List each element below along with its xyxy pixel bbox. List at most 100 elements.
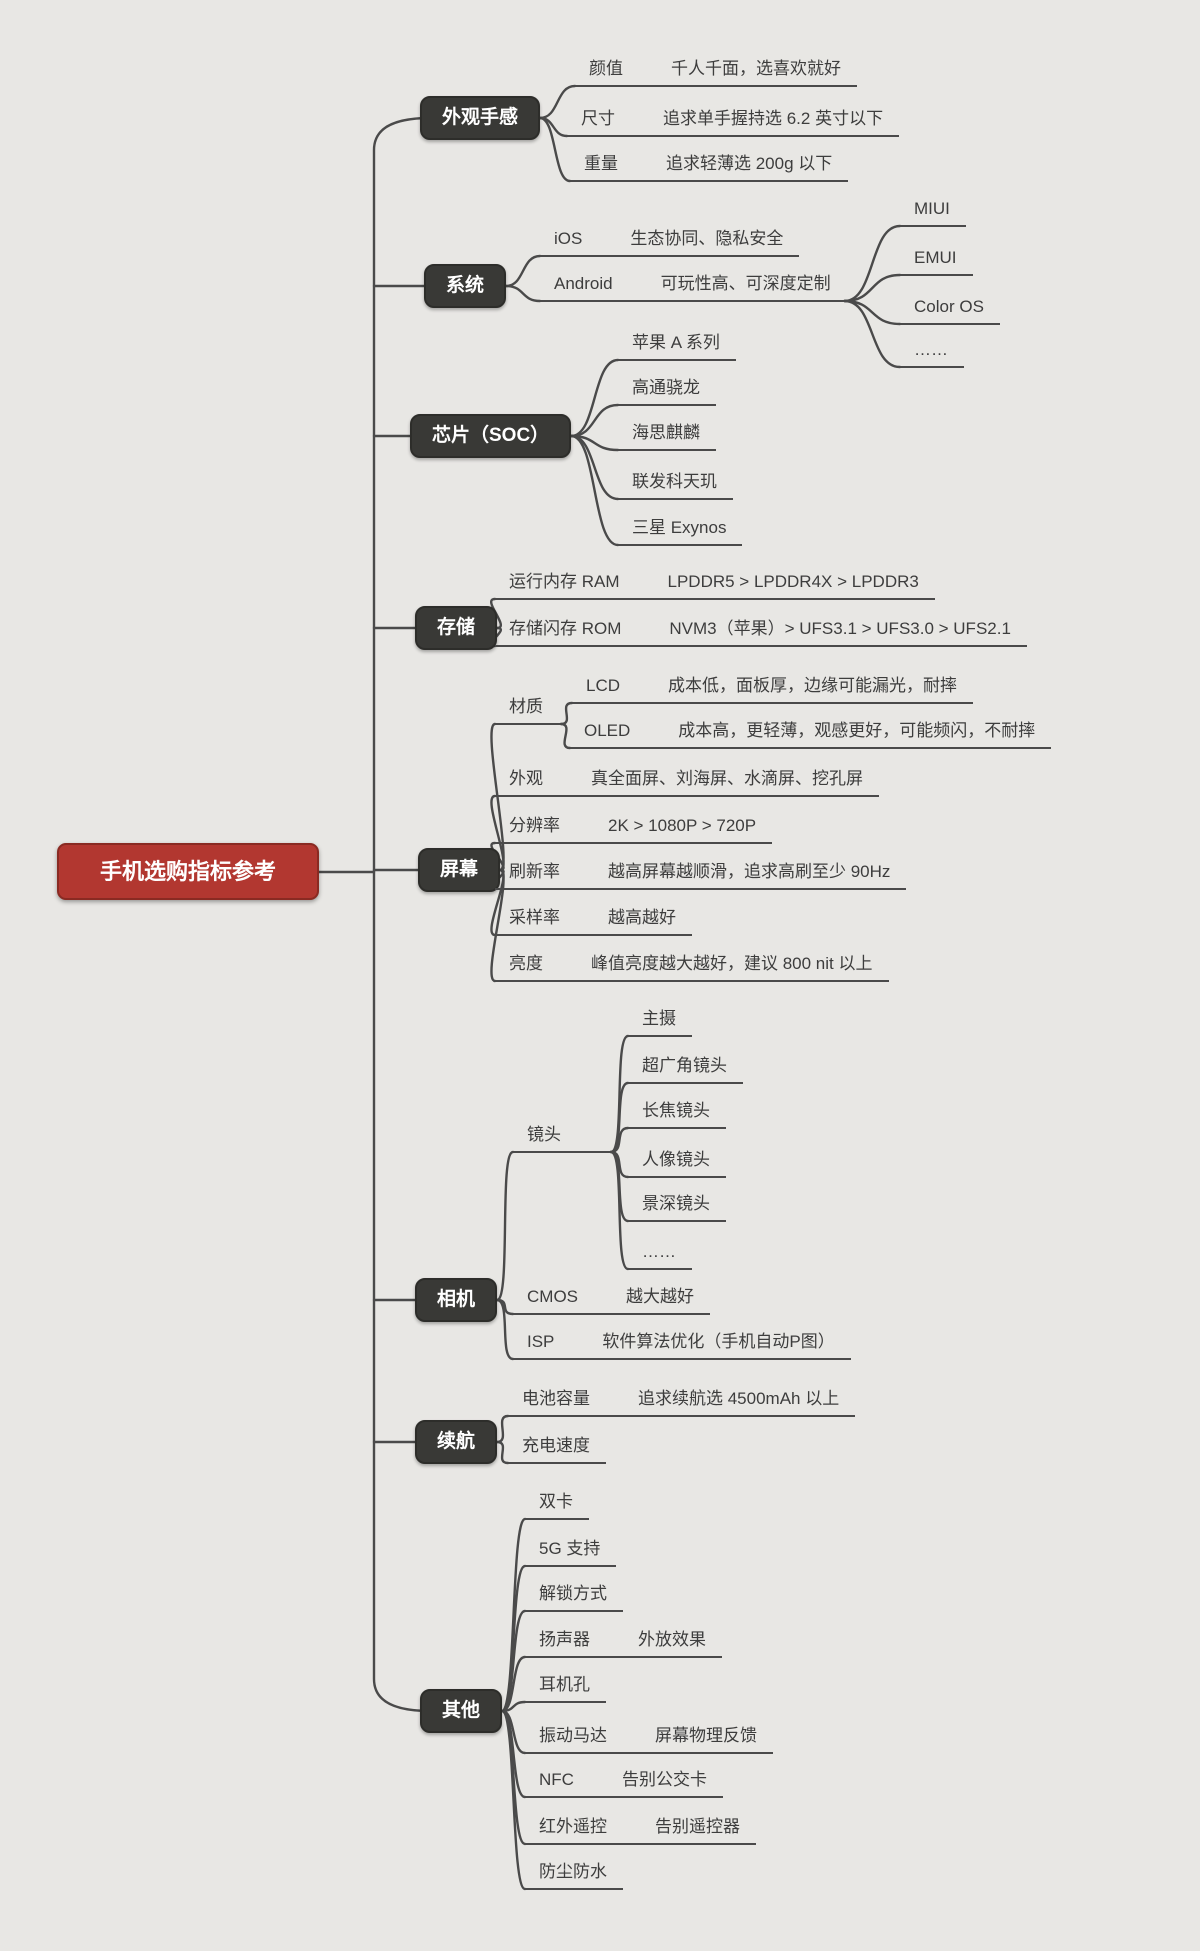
root-node[interactable]: 手机选购指标参考 (57, 843, 319, 900)
topic-connector (500, 1609, 527, 1713)
topic-5g[interactable]: 5G 支持 (525, 1534, 617, 1567)
topic-ram[interactable]: 运行内存 RAM LPDDR5 > LPDDR4X > LPDDR3 (495, 567, 935, 600)
topic-apple-a[interactable]: 苹果 A 系列 (618, 328, 736, 361)
topic-cmos[interactable]: CMOS 越大越好 (513, 1282, 710, 1315)
topic-label: 超广角镜头 (642, 1056, 727, 1075)
topic-label: iOS (554, 229, 583, 248)
topic-label: 联发科天玑 (632, 472, 717, 491)
topic-headphone-jack[interactable]: 耳机孔 (525, 1670, 606, 1703)
topic-refresh-rate[interactable]: 刷新率 越高屏幕越顺滑，追求高刷至少 90Hz (495, 857, 907, 890)
topic-dimensity[interactable]: 联发科天玑 (618, 467, 733, 500)
topic-desc: 越高屏幕越顺滑，追求高刷至少 90Hz (608, 862, 891, 881)
topic-connector (495, 1298, 515, 1361)
node-others[interactable]: 其他 (420, 1689, 503, 1733)
topic-label: 采样率 (509, 908, 560, 927)
topic-desc: 越大越好 (626, 1287, 694, 1306)
topic-label: EMUI (914, 248, 957, 267)
topic-label: 充电速度 (522, 1436, 590, 1455)
node-appearance[interactable]: 外观手感 (420, 96, 541, 140)
topic-charging-speed[interactable]: 充电速度 (508, 1431, 606, 1464)
topic-ios[interactable]: iOS 生态协同、隐私安全 (540, 224, 800, 257)
topic-dual-sim[interactable]: 双卡 (525, 1487, 589, 1520)
topic-more-roms[interactable]: …… (900, 340, 964, 368)
topic-looks[interactable]: 颜值 千人千面，选喜欢就好 (575, 54, 857, 87)
node-camera[interactable]: 相机 (415, 1278, 498, 1322)
topic-connector (843, 224, 902, 303)
topic-weight[interactable]: 重量 追求轻薄选 200g 以下 (570, 149, 849, 182)
topic-coloros[interactable]: Color OS (900, 297, 1000, 325)
node-battery[interactable]: 续航 (415, 1420, 498, 1464)
topic-vibration-motor[interactable]: 振动马达 屏幕物理反馈 (525, 1721, 773, 1754)
topic-telephoto[interactable]: 长焦镜头 (628, 1096, 726, 1129)
topic-connector (843, 299, 902, 369)
topic-label: 长焦镜头 (642, 1101, 710, 1120)
topic-desc: 成本低，面板厚，边缘可能漏光，耐摔 (668, 676, 958, 695)
topic-connector (538, 116, 569, 138)
topic-speaker[interactable]: 扬声器 外放效果 (525, 1625, 722, 1658)
topic-label: 主摄 (642, 1009, 676, 1028)
topic-brightness[interactable]: 亮度 峰值亮度越大越好，建议 800 nit 以上 (495, 949, 889, 982)
topic-lcd[interactable]: LCD 成本低，面板厚，边缘可能漏光，耐摔 (572, 671, 974, 704)
topic-connector (569, 434, 620, 452)
topic-emui[interactable]: EMUI (900, 248, 973, 276)
topic-connector (569, 434, 620, 547)
topic-more-lenses[interactable]: …… (628, 1242, 692, 1270)
topic-snapdragon[interactable]: 高通骁龙 (618, 373, 716, 406)
topic-material[interactable]: 材质 (495, 692, 563, 725)
topic-battery-capacity[interactable]: 电池容量 追求续航选 4500mAh 以上 (508, 1384, 856, 1417)
topic-ir-remote[interactable]: 红外遥控 告别遥控器 (525, 1812, 756, 1845)
topic-connector (500, 1709, 527, 1755)
topic-desc: 软件算法优化（手机自动P图） (602, 1332, 835, 1351)
topic-label: 防尘防水 (539, 1862, 607, 1881)
topic-nfc[interactable]: NFC 告别公交卡 (525, 1765, 723, 1798)
topic-miui[interactable]: MIUI (900, 199, 966, 227)
topic-label: 红外遥控 (539, 1817, 607, 1836)
topic-oled[interactable]: OLED 成本高，更轻薄，观感更好，可能频闪，不耐摔 (570, 716, 1052, 749)
topic-desc: 告别遥控器 (655, 1817, 740, 1836)
topic-isp[interactable]: ISP 软件算法优化（手机自动P图） (513, 1327, 851, 1360)
topic-label: 运行内存 RAM (509, 572, 620, 591)
node-storage[interactable]: 存储 (415, 606, 498, 650)
node-system[interactable]: 系统 (424, 264, 507, 308)
topic-label: 亮度 (509, 954, 543, 973)
topic-main-camera[interactable]: 主摄 (628, 1004, 692, 1037)
topic-unlock[interactable]: 解锁方式 (525, 1579, 623, 1612)
topic-ultrawide[interactable]: 超广角镜头 (628, 1051, 743, 1084)
topic-connector (609, 1150, 630, 1271)
topic-label: 材质 (509, 697, 543, 716)
topic-touch-sampling[interactable]: 采样率 越高越好 (495, 903, 692, 936)
topic-label: …… (642, 1242, 676, 1261)
topic-lens[interactable]: 镜头 (513, 1120, 613, 1153)
topic-portrait[interactable]: 人像镜头 (628, 1145, 726, 1178)
topic-label: Android (554, 274, 613, 293)
topic-desc: 峰值亮度越大越好，建议 800 nit 以上 (591, 954, 873, 973)
topic-connector (538, 116, 572, 183)
topic-connector (500, 1564, 527, 1713)
topic-kirin[interactable]: 海思麒麟 (618, 418, 716, 451)
topic-label: 尺寸 (581, 109, 615, 128)
topic-desc: NVM3（苹果）> UFS3.1 > UFS3.0 > UFS2.1 (669, 619, 1011, 638)
topic-rom[interactable]: 存储闪存 ROM NVM3（苹果）> UFS3.1 > UFS3.0 > UFS… (495, 614, 1027, 647)
topic-label: 耳机孔 (539, 1675, 590, 1694)
topic-label: 刷新率 (509, 862, 560, 881)
topic-label: MIUI (914, 199, 950, 218)
topic-connector (495, 1440, 510, 1465)
topic-connector (569, 434, 620, 501)
topic-desc: 成本高，更轻薄，观感更好，可能频闪，不耐摔 (678, 721, 1036, 740)
topic-exynos[interactable]: 三星 Exynos (618, 513, 743, 546)
topic-label: ISP (527, 1332, 555, 1351)
topic-waterproof[interactable]: 防尘防水 (525, 1857, 623, 1890)
node-soc[interactable]: 芯片（SOC） (410, 414, 572, 458)
topic-screen-design[interactable]: 外观 真全面屏、刘海屏、水滴屏、挖孔屏 (495, 764, 879, 797)
topic-resolution[interactable]: 分辨率 2K > 1080P > 720P (495, 811, 773, 844)
topic-android[interactable]: Android 可玩性高、可深度定制 (540, 269, 847, 302)
topic-depth[interactable]: 景深镜头 (628, 1189, 726, 1222)
node-screen[interactable]: 屏幕 (418, 848, 501, 892)
topic-desc: 可玩性高、可深度定制 (660, 274, 831, 293)
topic-connector (504, 284, 542, 303)
topic-label: 外观 (509, 769, 543, 788)
topic-desc: 真全面屏、刘海屏、水滴屏、挖孔屏 (591, 769, 863, 788)
topic-desc: 2K > 1080P > 720P (608, 816, 757, 835)
topic-size[interactable]: 尺寸 追求单手握持选 6.2 英寸以下 (567, 104, 900, 137)
topic-label: 高通骁龙 (632, 378, 700, 397)
